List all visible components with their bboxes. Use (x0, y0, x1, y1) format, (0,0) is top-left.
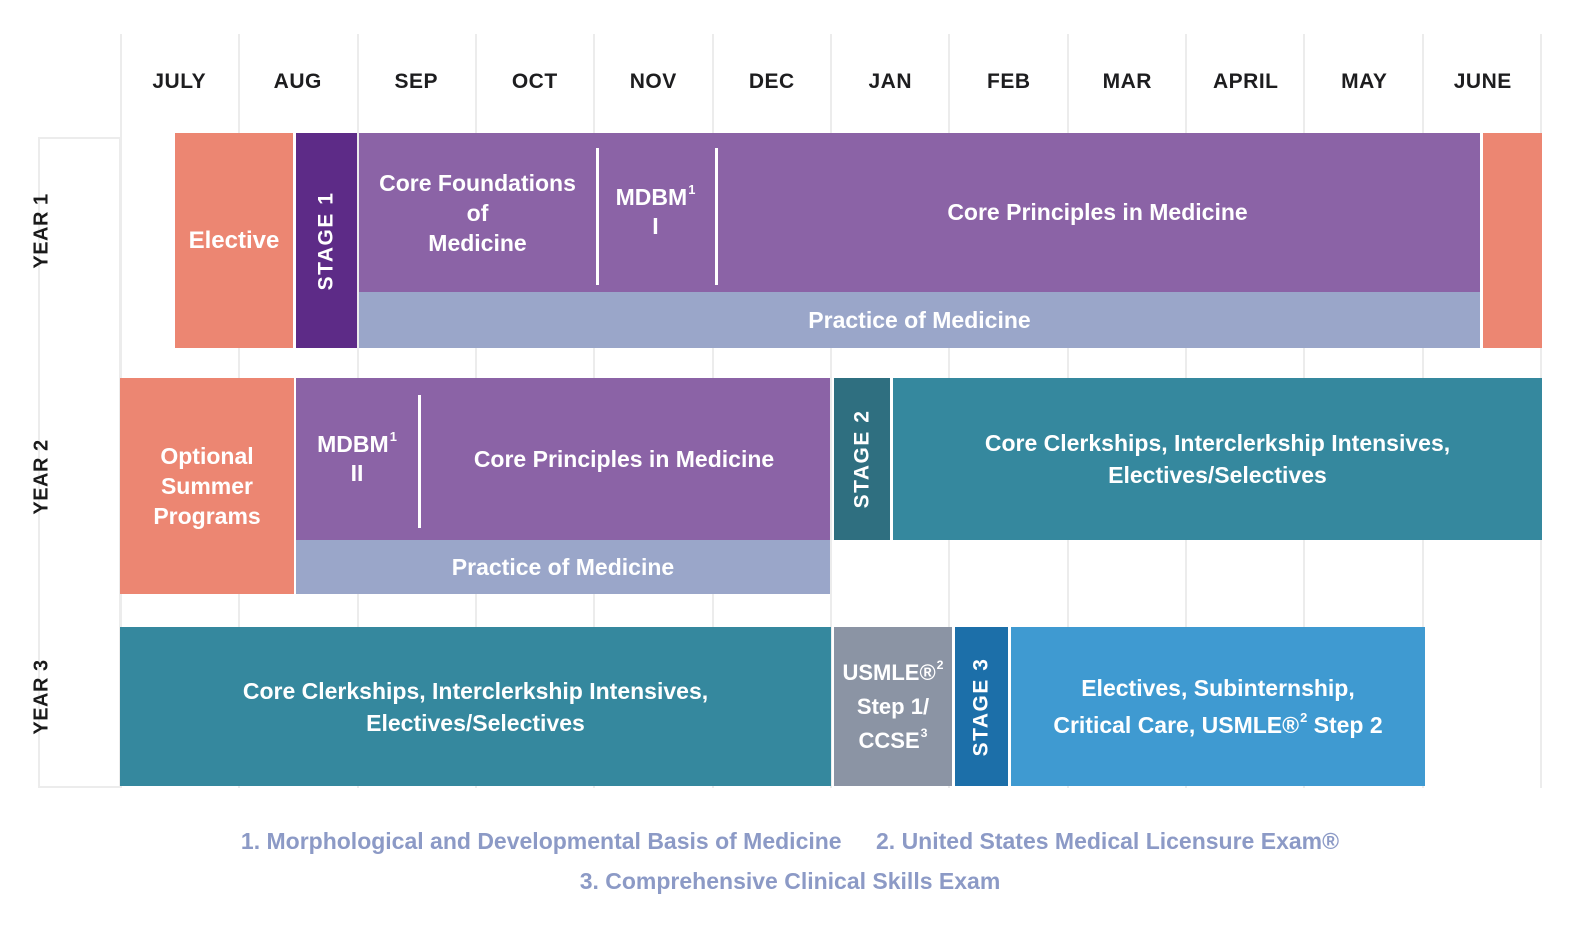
usmle-line1: USMLE® (842, 659, 936, 685)
month-label: MAY (1341, 70, 1388, 93)
year3-stage3-label: STAGE 3 (969, 657, 993, 756)
usmle-line2: Step 1/ (856, 693, 930, 719)
mdbm-name: MDBM (615, 184, 688, 210)
electives-sup2: 2 (1300, 709, 1308, 725)
usmle-line3: CCSE (858, 727, 920, 753)
year1-stage1-block: STAGE 1 (296, 133, 357, 348)
electives-line2: Critical Care, USMLE® (1053, 711, 1300, 738)
month-label: AUG (273, 70, 322, 93)
footnote-3: 3. Comprehensive Clinical Skills Exam (579, 868, 1001, 894)
year1-mdbm1-block: MDBM1 I (596, 133, 715, 292)
mdbm-name: MDBM (317, 430, 389, 457)
year1-label: YEAR 1 (30, 192, 53, 269)
year1-elective-block: Elective (175, 133, 293, 348)
year3-electives-block: Electives, Subinternship, Critical Care,… (1011, 627, 1425, 786)
year2-practice-label: Practice of Medicine (451, 553, 675, 580)
year2-mdbm2-block: MDBM1 II (296, 378, 418, 540)
month-label: JUNE (1453, 70, 1512, 93)
year1-elective-label: Elective (188, 226, 280, 254)
year2-label: YEAR 2 (30, 438, 53, 515)
month-label: MAR (1102, 70, 1152, 93)
footnote-1: 1. Morphological and Developmental Basis… (240, 828, 842, 854)
year3-stage3-block: STAGE 3 (955, 627, 1008, 786)
mdbm-numeral: I (652, 213, 659, 239)
mdbm-numeral: II (350, 459, 364, 486)
divider (418, 395, 421, 528)
year1-core-foundations: Core Foundations of Medicine (379, 169, 576, 256)
footnotes: 1. Morphological and Developmental Basis… (0, 828, 1580, 895)
year2-summer-block: Optional Summer Programs (120, 378, 294, 594)
year1-core-principles: Core Principles in Medicine (947, 199, 1248, 225)
month-label: OCT (511, 70, 558, 93)
month-header-row: JULY AUG SEP OCT NOV DEC JAN FEB MAR APR… (120, 34, 1542, 130)
year1-june-block (1483, 133, 1542, 348)
month-label: JAN (868, 70, 912, 93)
month-label: APRIL (1213, 70, 1279, 93)
electives-line2-post: Step 2 (1307, 711, 1383, 738)
year1-purple-band: Core Foundations of Medicine MDBM1 I Cor… (359, 133, 1480, 292)
divider (715, 148, 718, 285)
year2-stage2-block: STAGE 2 (834, 378, 890, 540)
month-label: FEB (987, 70, 1031, 93)
year2-practice-bar: Practice of Medicine (296, 540, 830, 594)
month-label: SEP (394, 70, 439, 93)
usmle-sup3: 3 (920, 726, 928, 741)
year2-core-principles: Core Principles in Medicine (473, 445, 775, 472)
year2-stage2-label: STAGE 2 (850, 409, 874, 509)
year3-usmle-block: USMLE®2 Step 1/ CCSE3 (834, 627, 952, 786)
year3-clerkships-block: Core Clerkships, Interclerkship Intensiv… (120, 627, 831, 786)
year3-label: YEAR 3 (30, 658, 53, 735)
usmle-sup2: 2 (936, 658, 944, 673)
year-label-column: YEAR 1 YEAR 2 YEAR 3 (30, 137, 121, 788)
month-label: JULY (152, 70, 207, 93)
electives-line1: Electives, Subinternship, (1081, 674, 1355, 701)
year1-practice-label: Practice of Medicine (808, 306, 1031, 333)
mdbm-sup: 1 (389, 428, 397, 444)
divider (596, 148, 599, 285)
year1-practice-bar: Practice of Medicine (359, 292, 1480, 348)
month-label: NOV (629, 70, 677, 93)
year2-purple-band: MDBM1 II Core Principles in Medicine (296, 378, 830, 540)
month-label: DEC (748, 70, 795, 93)
mdbm-sup: 1 (688, 182, 696, 198)
year1-stage1-label: STAGE 1 (314, 191, 338, 290)
year2-clerkships-block: Core Clerkships, Interclerkship Intensiv… (893, 378, 1542, 540)
footnote-2: 2. United States Medical Licensure Exam® (876, 828, 1340, 854)
